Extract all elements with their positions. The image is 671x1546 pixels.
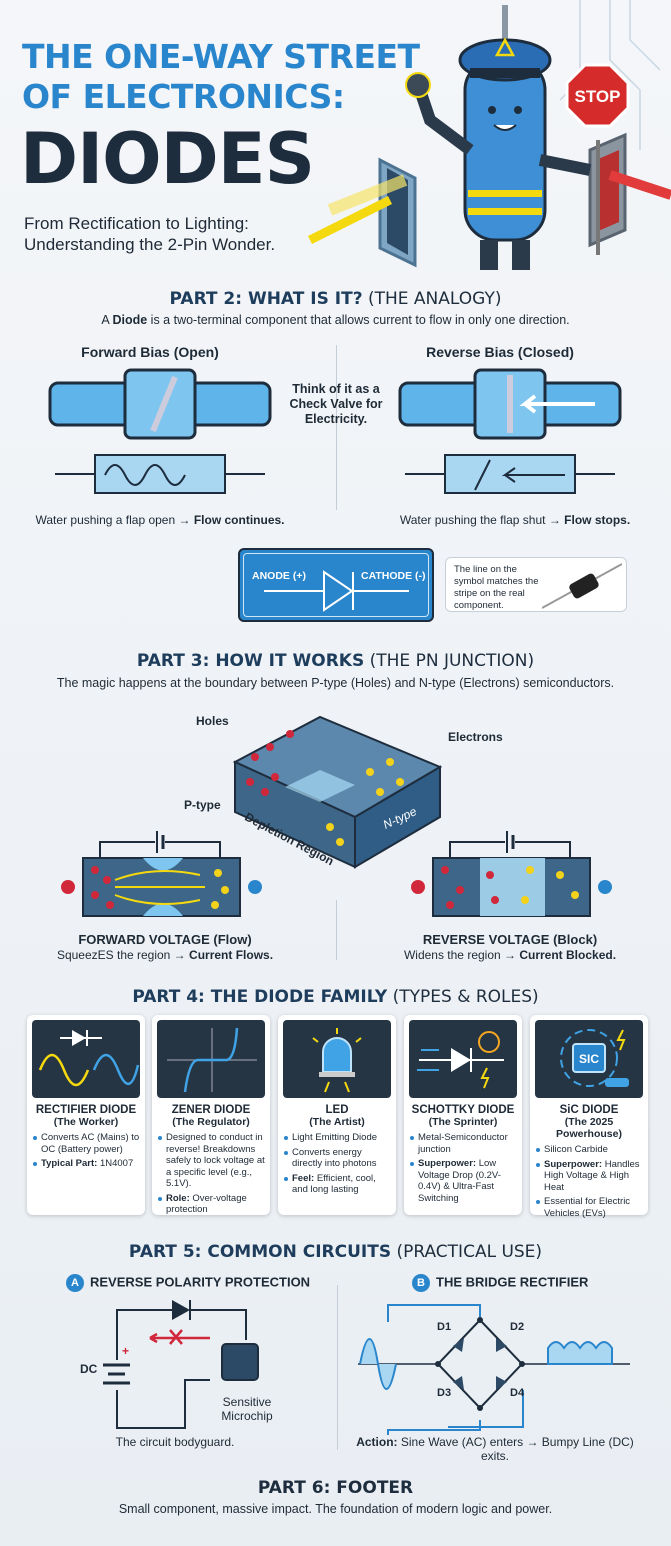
diode-symbol-icon [264,570,409,612]
list-item: Superpower: Low Voltage Drop (0.2V-0.4V)… [409,1158,517,1204]
zener-iv-curve-icon [167,1027,257,1093]
card-sic-diode: SIC SiC DIODE(The 2025 Powerhouse) Silic… [530,1015,648,1219]
stripe-callout: The line on the symbol matches the strip… [445,557,627,612]
title-line-2: OF ELECTRONICS: [22,77,345,116]
part4-heading: PART 4: THE DIODE FAMILY (TYPES & ROLES) [132,987,539,1007]
list-item: Feel: Efficient, cool, and long lasting [283,1173,391,1196]
pn-junction-block: N-type [232,715,443,869]
svg-text:SIC: SIC [579,1052,599,1066]
list-item: Converts AC (Mains) to OC (Battery power… [32,1132,140,1155]
part5-heading: PART 5: COMMON CIRCUITS (PRACTICAL USE) [128,1242,543,1262]
subtitle: From Rectification to Lighting:Understan… [24,214,276,254]
forward-voltage-caption: SqueezES the region → Current Flows. [56,948,274,962]
part2-heading: PART 2: WHAT IS IT? (THE ANALOGY) [169,289,502,309]
part3-heading: PART 3: HOW IT WORKS (THE PN JUNCTION) [136,651,535,671]
diode-symbol-panel: ANODE (+) CATHODE (-) [238,548,434,622]
forward-pipe-illustration [48,368,272,494]
footer-text: Small component, massive impact. The fou… [118,1502,553,1516]
list-item: Typical Part: 1N4007 [32,1158,140,1170]
d1-label: D1 [437,1321,452,1333]
d2-label: D2 [510,1321,525,1333]
dc-label: DC [80,1362,98,1376]
sic-chip-icon: SIC [560,1029,629,1087]
list-item: Converts energy directly into photons [283,1147,391,1170]
part6-heading: PART 6: FOOTER [257,1478,414,1498]
reverse-voltage-title: REVERSE VOLTAGE (Block) [422,932,598,947]
list-item: Superpower: Handles High Voltage & High … [535,1159,643,1194]
part3-subtitle: The magic happens at the boundary betwee… [56,676,615,690]
forward-bias-caption: Water pushing a flap open → Flow continu… [35,513,285,527]
traffic-officer-diode-illustration: STOP [307,0,671,270]
microchip-icon [221,1343,259,1381]
p-type-label: P-type [184,798,221,812]
led-bulb-icon [312,1028,362,1093]
card-zener-diode: ZENER DIODE(The Regulator) Designed to c… [152,1015,270,1215]
part2-intro: A Diode is a two-terminal component that… [101,313,570,327]
rectifier-diode-icon [38,1030,140,1087]
list-item: Essential for Electric Vehicles (EVs) [535,1196,643,1219]
svg-text:+: + [122,1344,129,1358]
title-line-1: THE ONE-WAY STREET [22,37,420,76]
d3-label: D3 [437,1387,452,1399]
list-item: Light Emitting Diode [283,1132,391,1144]
holes-label: Holes [196,714,229,728]
list-item: Silicon Carbide [535,1144,643,1156]
title-main: DIODES [20,118,315,200]
electrons-label: Electrons [448,730,503,744]
schottky-stopwatch-icon [417,1031,504,1089]
reverse-polarity-circuit: + [103,1300,259,1429]
card-rectifier-diode: RECTIFIER DIODE(The Worker) Converts AC … [27,1015,145,1215]
cathode-label: CATHODE (-) [361,570,426,582]
anode-label: ANODE (+) [252,570,306,582]
forward-voltage-diagram [61,831,262,917]
section-a-caption: The circuit bodyguard. [115,1435,235,1449]
list-item: Role: Over-voltage protection [157,1193,265,1216]
microchip-label: Sensitive Microchip [221,1395,273,1423]
reverse-voltage-diagram [411,831,612,917]
check-valve-note: Think of it as a Check Valve for Electri… [289,382,383,426]
svg-text:STOP: STOP [575,87,621,106]
forward-voltage-title: FORWARD VOLTAGE (Flow) [78,932,252,947]
reverse-bias-title: Reverse Bias (Closed) [426,344,574,360]
reverse-voltage-caption: Widens the region → Current Blocked. [403,948,617,962]
reverse-pipe-illustration [398,368,622,494]
list-item: Designed to conduct in reverse! Breakdow… [157,1132,265,1190]
list-item: Metal-Semiconductor junction [409,1132,517,1155]
forward-bias-title: Forward Bias (Open) [81,344,219,360]
bridge-rectifier-circuit [358,1304,630,1435]
real-diode-component-icon [542,563,622,609]
stop-sign-icon [565,63,630,128]
reverse-bias-caption: Water pushing the flap shut → Flow stops… [399,513,631,527]
d4-label: D4 [510,1387,525,1399]
section-b-caption: Action: Sine Wave (AC) enters → Bumpy Li… [356,1435,634,1463]
card-schottky-diode: SCHOTTKY DIODE(The Sprinter) Metal-Semic… [404,1015,522,1215]
